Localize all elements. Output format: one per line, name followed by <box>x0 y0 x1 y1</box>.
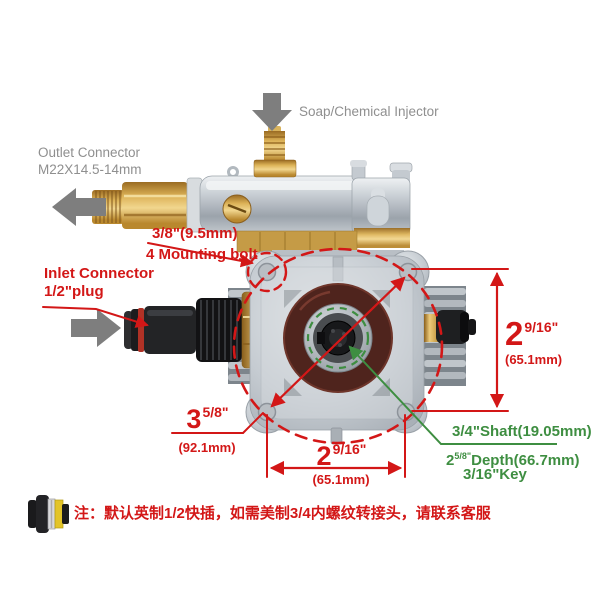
key-label: 3/16"Key <box>463 466 527 483</box>
inlet-o-ring <box>138 308 144 352</box>
inlet-leader <box>42 306 149 328</box>
shaft-key-slot <box>317 332 325 344</box>
outlet-connector-arrow-icon <box>52 188 106 226</box>
diagonal-dimension <box>171 276 406 434</box>
width-dimension <box>266 414 406 478</box>
mounting-bolt-hole <box>398 262 418 282</box>
shaft-highlight <box>306 306 370 370</box>
depth-label: 25/8"Depth(66.7mm) <box>446 451 580 469</box>
outlet-connector-label: Outlet Connector M22X14.5-14mm <box>38 145 142 177</box>
soap-injector-fitting <box>253 126 297 178</box>
inlet-connector-label: Inlet Connector 1/2"plug <box>44 265 155 300</box>
pump-head <box>92 126 413 262</box>
red-annotations <box>42 242 509 478</box>
soap-injector-label: Soap/Chemical Injector <box>299 104 439 119</box>
inlet-connector-arrow-icon <box>71 309 121 347</box>
right-port-fitting <box>424 310 476 344</box>
head-eyelet <box>227 166 239 178</box>
mounting-bolt-highlight <box>246 251 288 293</box>
diagonal-dimension-label: 35/8" (92.1mm) <box>178 404 236 455</box>
outlet-fitting <box>92 177 203 233</box>
cn-note: 注：默认英制1/2快插，如需美制3/4内螺纹转接头，请联系客服 <box>74 505 491 522</box>
bolt-leader <box>147 242 254 268</box>
quick-connector-thumbnail <box>28 495 69 533</box>
shaft-label: 3/4"Shaft(19.05mm) <box>452 423 592 440</box>
mounting-bolt-label: 4 Mounting bolt <box>146 246 258 263</box>
green-annotations <box>306 306 557 445</box>
bolt-size-label: 3/8"(9.5mm) <box>152 225 238 242</box>
soap-injector-arrow-icon <box>252 93 292 131</box>
pump-face-highlight <box>232 247 444 445</box>
shaft-leader <box>348 345 557 445</box>
unloader-housing <box>350 160 413 248</box>
height-dimension-label: 29/16" (65.1mm) <box>505 315 563 367</box>
height-dimension <box>411 268 509 412</box>
mounting-bolt-hole <box>257 262 277 282</box>
width-dimension-label: 29/16" (65.1mm) <box>312 441 370 487</box>
